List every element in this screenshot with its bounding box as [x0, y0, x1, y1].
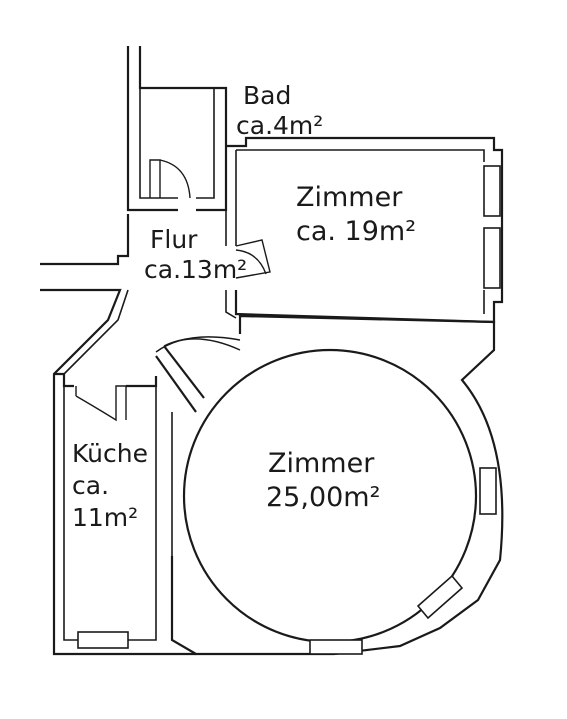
kueche-name-label: Küche	[72, 439, 148, 468]
flur-walls	[40, 210, 237, 640]
zimmer-small-name-label: Zimmer	[296, 182, 403, 213]
bad-area-label: ca.4m²	[236, 111, 323, 140]
zimmer-round-windows	[309, 467, 497, 655]
zimmer-small-area-label: ca. 19m²	[296, 216, 416, 247]
bad-walls	[126, 46, 228, 212]
bad-door[interactable]	[149, 159, 191, 199]
kueche-area-line2-label: 11m²	[72, 503, 138, 532]
zimmer-round-door[interactable]	[155, 336, 241, 353]
kueche-area-line1-label: ca.	[72, 471, 109, 500]
flur-area-label: ca.13m²	[144, 255, 247, 284]
bad-name-label: Bad	[243, 81, 291, 110]
zimmer-small-windows	[483, 165, 501, 289]
zimmer-round-area-label: 25,00m²	[266, 482, 380, 513]
kueche-window	[77, 631, 129, 649]
flur-name-label: Flur	[150, 225, 198, 254]
kueche-door[interactable]	[75, 385, 127, 422]
flur-door-right[interactable]	[235, 239, 271, 279]
zimmer-round-name-label: Zimmer	[268, 448, 375, 479]
